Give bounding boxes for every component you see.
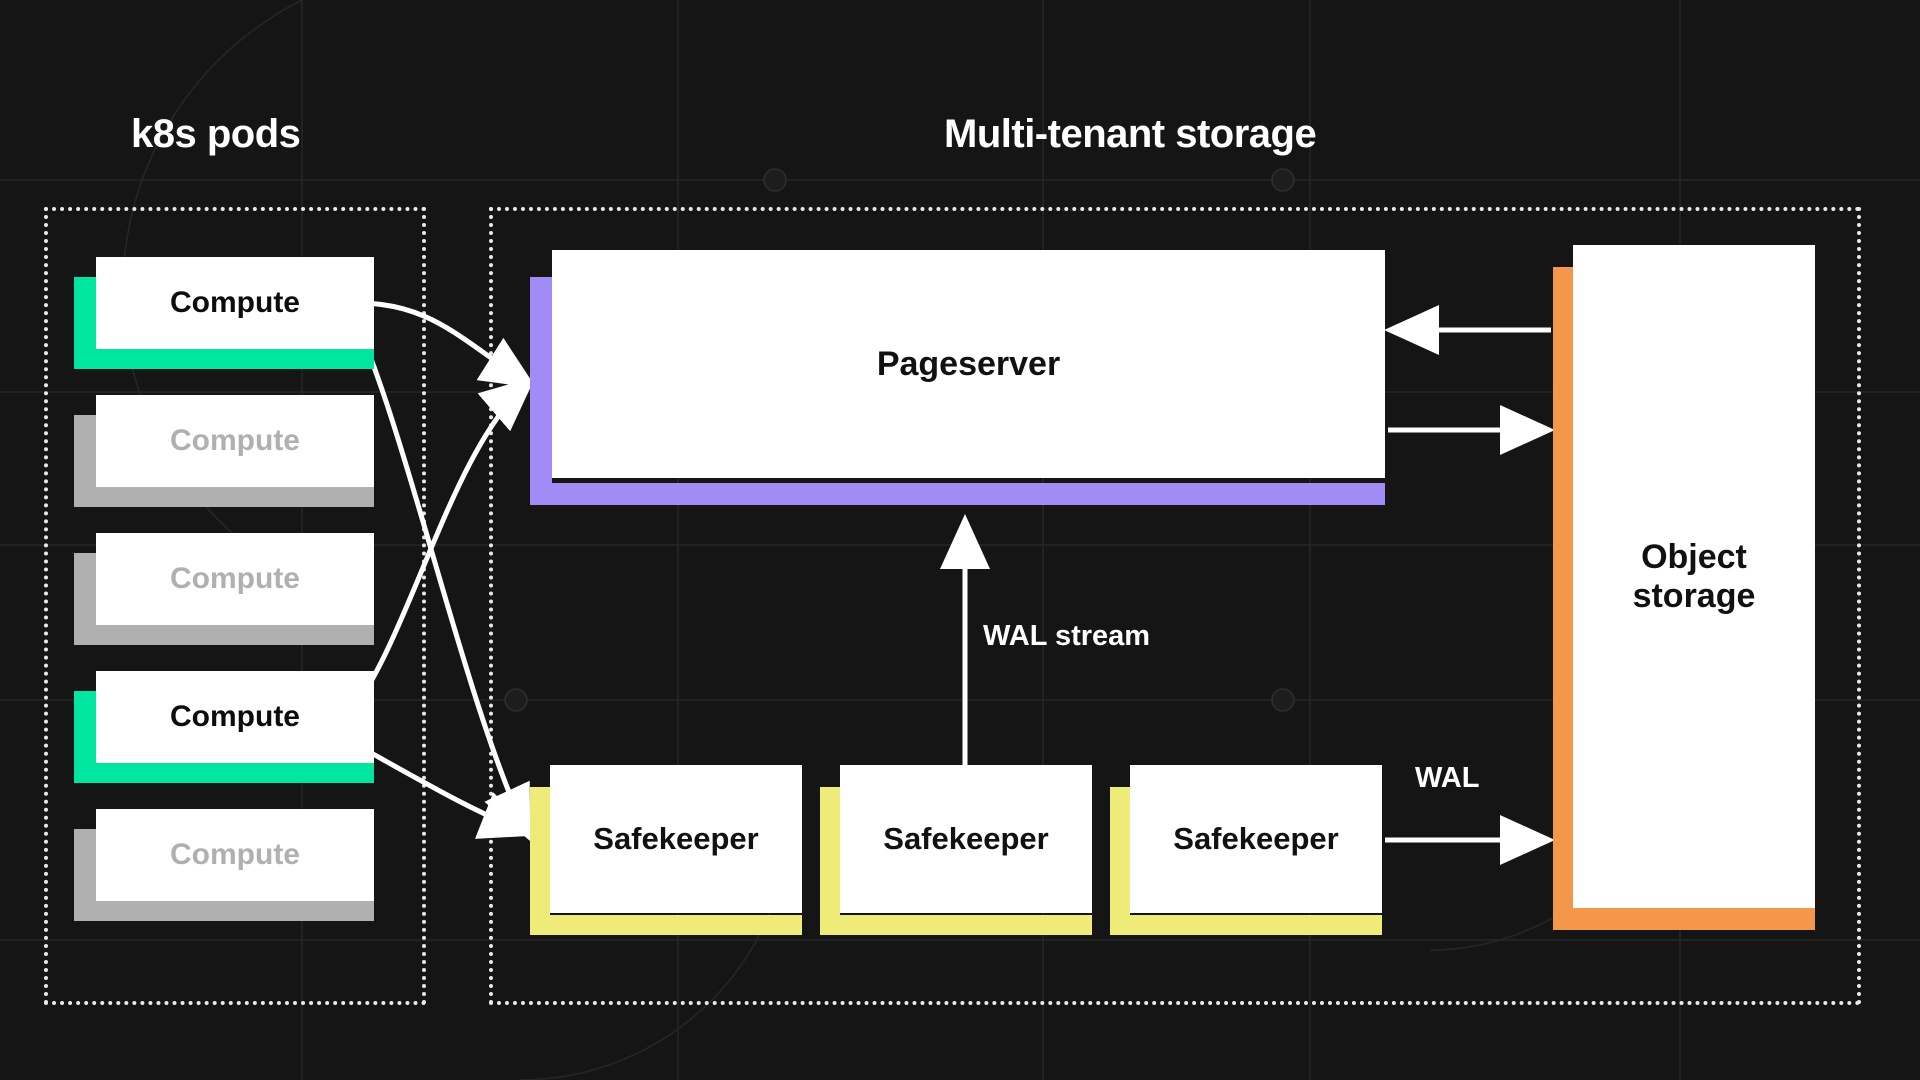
node-safekeeper-2[interactable]: Safekeeper bbox=[1110, 765, 1382, 935]
safekeeper-1-accent-bottom bbox=[820, 915, 1092, 935]
node-compute-3[interactable]: Compute bbox=[74, 671, 374, 783]
object-storage-label-line1: Object bbox=[1641, 538, 1747, 577]
page-title-multi-tenant-storage: Multi-tenant storage bbox=[944, 112, 1317, 156]
compute-3-label: Compute bbox=[96, 671, 374, 763]
node-safekeeper-0[interactable]: Safekeeper bbox=[530, 765, 802, 935]
compute-2-accent-bottom bbox=[74, 623, 374, 645]
safekeeper-2-label: Safekeeper bbox=[1130, 765, 1382, 913]
compute-2-accent-left bbox=[74, 553, 96, 645]
compute-4-accent-bottom bbox=[74, 899, 374, 921]
compute-4-accent-left bbox=[74, 829, 96, 921]
compute-1-label: Compute bbox=[96, 395, 374, 487]
safekeeper-0-accent-left bbox=[530, 787, 550, 935]
compute-1-accent-bottom bbox=[74, 485, 374, 507]
compute-4-label: Compute bbox=[96, 809, 374, 901]
compute-3-accent-bottom bbox=[74, 761, 374, 783]
pageserver-accent-left bbox=[530, 277, 552, 505]
compute-1-accent-left bbox=[74, 415, 96, 507]
object-storage-label-line2: storage bbox=[1632, 576, 1756, 615]
object-storage-card: Object storage bbox=[1573, 245, 1815, 908]
compute-0-accent-left bbox=[74, 277, 96, 369]
page-title-k8s-pods: k8s pods bbox=[131, 112, 301, 156]
safekeeper-1-accent-left bbox=[820, 787, 840, 935]
safekeeper-1-label: Safekeeper bbox=[840, 765, 1092, 913]
node-pageserver[interactable]: Pageserver bbox=[530, 250, 1385, 505]
node-compute-2[interactable]: Compute bbox=[74, 533, 374, 645]
pageserver-accent-bottom bbox=[530, 483, 1385, 505]
object-storage-accent-left bbox=[1553, 267, 1573, 930]
node-compute-0[interactable]: Compute bbox=[74, 257, 374, 369]
node-safekeeper-1[interactable]: Safekeeper bbox=[820, 765, 1092, 935]
safekeeper-2-accent-left bbox=[1110, 787, 1130, 935]
compute-0-accent-bottom bbox=[74, 347, 374, 369]
node-compute-4[interactable]: Compute bbox=[74, 809, 374, 921]
object-storage-accent-bottom bbox=[1553, 908, 1815, 930]
compute-3-accent-left bbox=[74, 691, 96, 783]
node-object-storage[interactable]: Object storage bbox=[1553, 245, 1815, 930]
edge-label-wal: WAL bbox=[1415, 762, 1480, 794]
compute-2-label: Compute bbox=[96, 533, 374, 625]
edge-label-wal-stream: WAL stream bbox=[983, 620, 1151, 652]
safekeeper-0-accent-bottom bbox=[530, 915, 802, 935]
safekeeper-2-accent-bottom bbox=[1110, 915, 1382, 935]
node-compute-1[interactable]: Compute bbox=[74, 395, 374, 507]
pageserver-label: Pageserver bbox=[552, 250, 1385, 478]
compute-0-label: Compute bbox=[96, 257, 374, 349]
safekeeper-0-label: Safekeeper bbox=[550, 765, 802, 913]
